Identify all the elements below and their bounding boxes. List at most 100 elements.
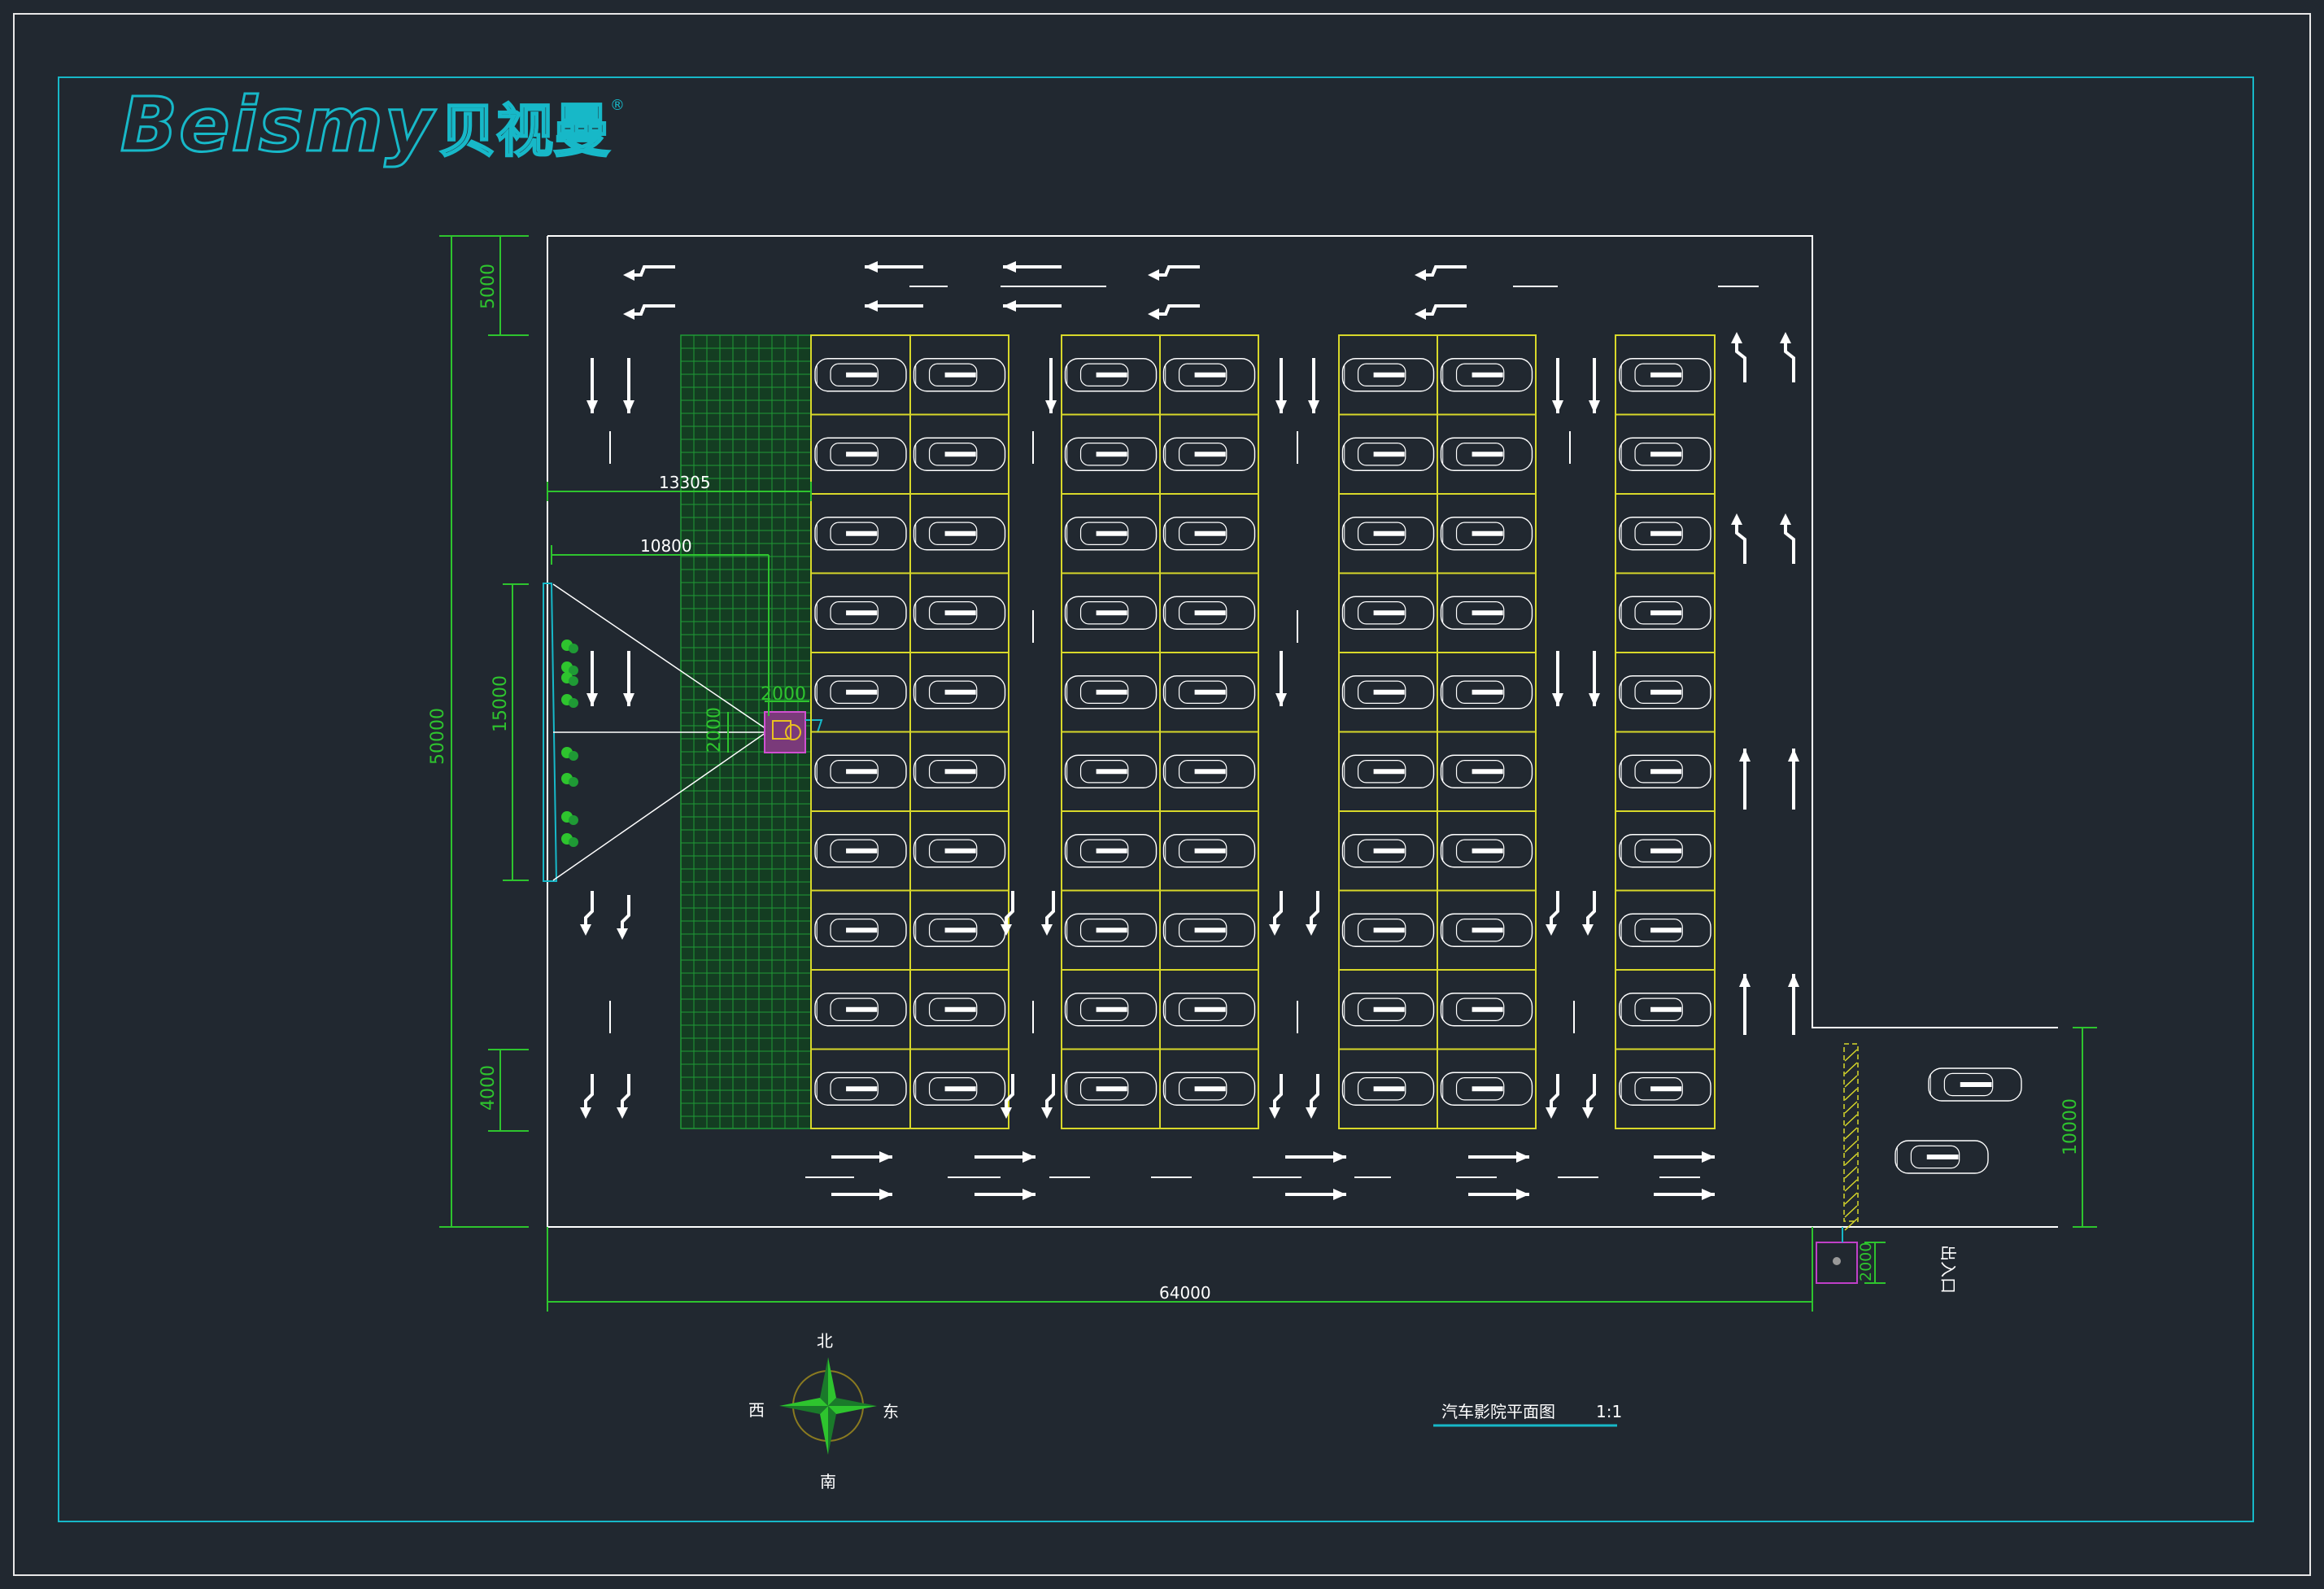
car-icon xyxy=(1064,754,1158,788)
car-icon xyxy=(1440,517,1533,551)
arrow-icon xyxy=(1285,1151,1346,1163)
arrow-icon xyxy=(623,358,634,413)
tree-icon xyxy=(561,747,578,761)
dim-entrance-width: 10000 xyxy=(2060,1098,2081,1155)
car-icon xyxy=(814,517,907,551)
arrow-icon xyxy=(1780,513,1795,564)
tree-icon xyxy=(561,811,578,825)
arrow-icon xyxy=(1552,651,1563,706)
gate-icon xyxy=(1816,1227,1858,1284)
traffic-arrows xyxy=(580,261,1799,1200)
car-icon xyxy=(1619,675,1711,709)
arrow-icon xyxy=(1275,358,1287,413)
car-icon xyxy=(1162,517,1256,551)
car-icon xyxy=(1440,913,1533,947)
car-icon xyxy=(1619,993,1711,1027)
car-icon xyxy=(1064,358,1158,392)
arrow-icon xyxy=(1552,358,1563,413)
car-icon xyxy=(814,913,907,947)
arrow-icon xyxy=(1654,1151,1715,1163)
entrance-area xyxy=(1843,1043,1859,1231)
arrow-icon xyxy=(623,651,634,706)
car-icon xyxy=(913,913,1006,947)
arrow-icon xyxy=(1415,304,1467,320)
arrow-icon xyxy=(831,1189,892,1200)
tree-icon xyxy=(561,694,578,708)
car-icon xyxy=(814,596,907,630)
arrow-icon xyxy=(975,1189,1036,1200)
logo-registered: ® xyxy=(610,97,625,114)
arrow-icon xyxy=(975,1151,1036,1163)
plan-scale: 1:1 xyxy=(1596,1402,1622,1421)
compass-north: 北 xyxy=(817,1331,833,1351)
car-icon xyxy=(1064,675,1158,709)
screen xyxy=(543,583,770,882)
car-icon xyxy=(1162,358,1256,392)
car-icon xyxy=(913,834,1006,868)
arrow-icon xyxy=(1788,749,1799,810)
car-icon xyxy=(1619,437,1711,471)
dim-screen-width: 15000 xyxy=(491,675,511,732)
arrow-icon xyxy=(1415,265,1467,281)
car-icon xyxy=(1619,834,1711,868)
logo-icon: Beismy 贝视曼 ® xyxy=(120,81,626,170)
dim-overall-height: 50000 xyxy=(428,708,448,765)
arrow-icon xyxy=(1589,651,1600,706)
lane-dashes xyxy=(609,286,1759,1178)
car-icon xyxy=(913,754,1006,788)
dimensions xyxy=(439,235,2097,1312)
car-icon xyxy=(1440,834,1533,868)
car-icon xyxy=(1440,596,1533,630)
tree-icon xyxy=(561,661,578,675)
arrow-icon xyxy=(1546,891,1559,936)
tree-icon xyxy=(561,833,578,847)
arrow-icon xyxy=(1269,1074,1283,1119)
arrow-icon xyxy=(1788,974,1799,1035)
dim-booth-width: 2000 xyxy=(761,684,806,705)
car-icon xyxy=(1341,754,1435,788)
car-icon xyxy=(814,993,907,1027)
car-icon xyxy=(814,1072,907,1106)
car-icon xyxy=(1064,596,1158,630)
car-icon xyxy=(1341,675,1435,709)
car-icon xyxy=(1064,1072,1158,1106)
tree-icon xyxy=(561,640,578,653)
dim-gate-depth: 2000 xyxy=(1857,1242,1875,1281)
car-icon xyxy=(1619,913,1711,947)
car-icon xyxy=(1895,1140,1989,1174)
waiting-cars xyxy=(1895,1067,2022,1174)
plan-title: 汽车影院平面图 xyxy=(1441,1402,1555,1421)
arrow-icon xyxy=(1003,300,1062,312)
arrow-icon xyxy=(1275,651,1287,706)
arrow-icon xyxy=(865,261,923,273)
arrow-icon xyxy=(1589,358,1600,413)
compass-rose-icon xyxy=(779,1357,877,1455)
car-icon xyxy=(1619,754,1711,788)
car-icon xyxy=(913,1072,1006,1106)
dim-overall-width: 64000 xyxy=(1159,1283,1211,1303)
car-icon xyxy=(1341,913,1435,947)
sheet-outer-border xyxy=(13,13,2311,1576)
dim-width-to-parking: 13305 xyxy=(659,473,711,492)
arrow-icon xyxy=(1468,1189,1529,1200)
compass-west: 西 xyxy=(748,1400,765,1420)
arrow-icon xyxy=(1003,261,1062,273)
arrow-icon xyxy=(623,304,675,320)
logo-chinese: 贝视曼 xyxy=(439,98,610,164)
car-icon xyxy=(1162,754,1256,788)
car-icon xyxy=(1440,754,1533,788)
compass-east: 东 xyxy=(883,1402,899,1421)
dim-bottom-aisle: 4000 xyxy=(478,1065,499,1111)
arrow-icon xyxy=(1731,332,1746,382)
arrow-icon xyxy=(1306,891,1319,936)
car-icon xyxy=(913,358,1006,392)
car-icon xyxy=(913,675,1006,709)
sheet-inner-border xyxy=(58,76,2254,1522)
arrow-icon xyxy=(617,895,630,940)
car-icon xyxy=(814,675,907,709)
arrow-icon xyxy=(1269,891,1283,936)
car-icon xyxy=(814,834,907,868)
arrow-icon xyxy=(586,651,598,706)
arrow-icon xyxy=(1582,1074,1596,1119)
